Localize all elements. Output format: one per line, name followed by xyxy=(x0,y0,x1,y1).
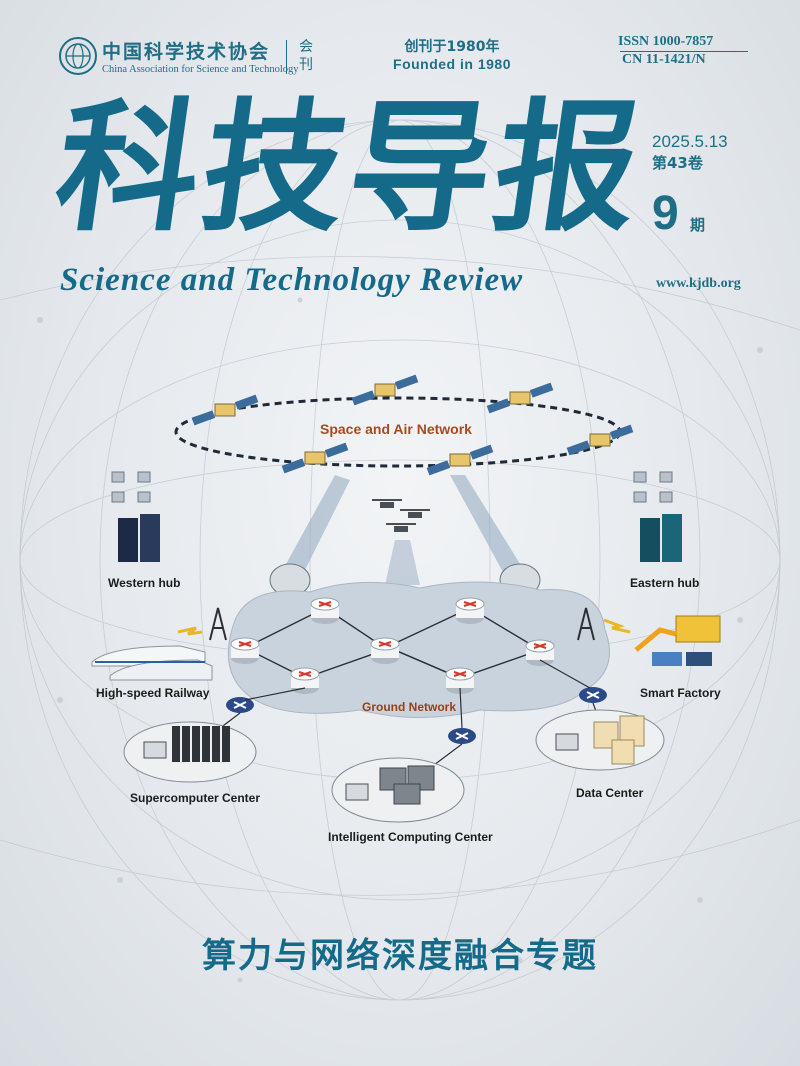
monitor-icon xyxy=(555,733,579,751)
cn-number: CN 11-1421/N xyxy=(622,52,706,67)
uplink-beam xyxy=(280,475,350,580)
space-air-network-label: Space and Air Network xyxy=(320,421,472,437)
server-rack-icon xyxy=(118,514,160,562)
smart-factory-icon xyxy=(634,615,721,666)
satellite-icon xyxy=(191,394,259,426)
uplink-beam xyxy=(450,475,530,585)
satellite-icon xyxy=(426,444,494,476)
uplink-beam xyxy=(385,540,420,585)
monitor-icon xyxy=(345,783,369,801)
cast-logo-icon xyxy=(59,37,97,75)
volume: 第43卷 xyxy=(652,154,703,172)
hub-cluster-icon xyxy=(111,471,673,503)
supercomputer-racks-icon xyxy=(172,726,230,762)
network-router-icon xyxy=(230,597,555,694)
western-hub-label: Western hub xyxy=(108,576,181,590)
data-center-label: Data Center xyxy=(576,786,644,800)
router-icon xyxy=(226,697,254,713)
lightning-icon xyxy=(177,626,203,636)
smart-factory-label: Smart Factory xyxy=(640,686,721,700)
issn-divider xyxy=(620,51,748,52)
intelligent-computing-servers-icon xyxy=(379,765,435,805)
router-icon xyxy=(448,728,476,744)
ground-network-label: Ground Network xyxy=(362,700,457,714)
server-rack-icon xyxy=(640,514,682,562)
high-speed-train-icon xyxy=(91,645,213,681)
founded-cn: 创刊于1980年 xyxy=(404,39,500,55)
monitor-icon xyxy=(143,741,167,759)
satellite-icon xyxy=(351,374,419,406)
lightning-icon xyxy=(603,618,631,634)
journal-title-en: Science and Technology Review xyxy=(60,262,524,298)
issn: ISSN 1000-7857 xyxy=(618,34,714,49)
header-divider xyxy=(286,40,287,74)
intelligent-computing-center-label: Intelligent Computing Center xyxy=(328,830,493,844)
satellite-icon xyxy=(486,382,554,414)
cell-tower-icon xyxy=(209,607,227,641)
network-diagram xyxy=(91,374,721,823)
founded-en: Founded in 1980 xyxy=(393,56,511,72)
official-journal-tag: 会刊 xyxy=(299,39,313,73)
special-topic-title: 算力与网络深度融合专题 xyxy=(202,936,598,976)
data-center-servers-icon xyxy=(593,715,645,765)
railway-label: High-speed Railway xyxy=(96,686,210,700)
drone-icon xyxy=(372,499,430,532)
eastern-hub-label: Eastern hub xyxy=(630,576,700,590)
association-name-cn: 中国科学技术协会 xyxy=(102,41,271,63)
journal-title-cn: 科技导报 xyxy=(46,85,654,251)
supercomputer-center-label: Supercomputer Center xyxy=(130,791,261,805)
satellite-icon xyxy=(281,442,349,474)
satellite-icon xyxy=(566,424,634,456)
cell-tower-icon xyxy=(577,607,595,641)
router-icon xyxy=(579,687,607,703)
issue-unit: 期 xyxy=(690,216,706,234)
association-name-en: China Association for Science and Techno… xyxy=(102,64,299,75)
issue-number: 9 xyxy=(652,187,679,240)
website-url: www.kjdb.org xyxy=(656,276,741,291)
issue-date: 2025.5.13 xyxy=(652,132,728,151)
